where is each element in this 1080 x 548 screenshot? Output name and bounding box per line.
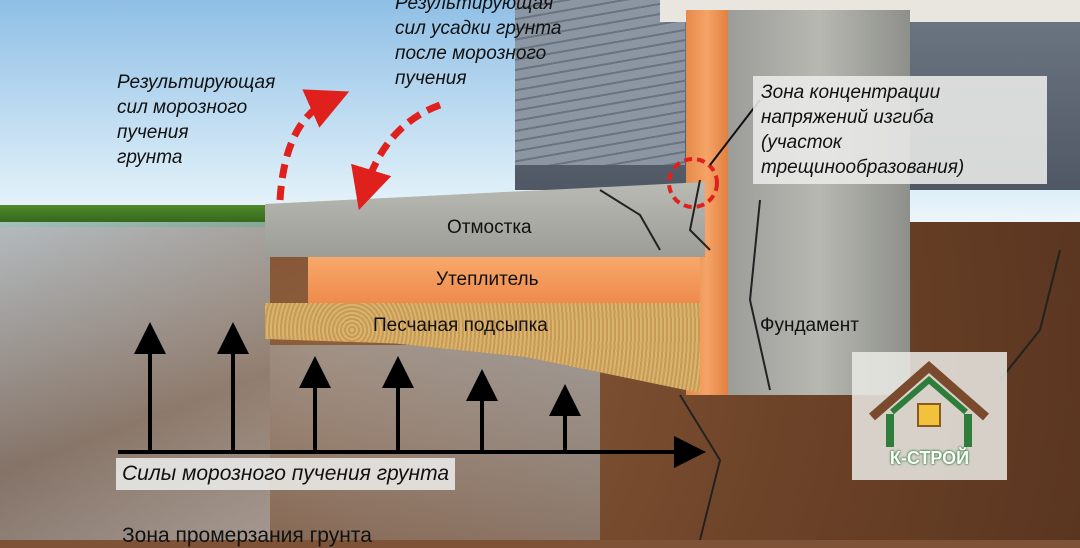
crack <box>599 179 1061 540</box>
house-logo-icon <box>869 361 989 447</box>
foundation-label: Фундамент <box>760 315 859 336</box>
blind-area-label: Отмостка <box>447 217 532 238</box>
logo-text: К-СТРОЙ <box>889 448 970 468</box>
stress-zone-pointer <box>709 99 761 166</box>
logo: К-СТРОЙ <box>852 352 1007 480</box>
heave-forces-label: Силы морозного пучения грунта <box>116 458 456 490</box>
stress-zone-circle <box>667 157 719 209</box>
sand-bed-label: Песчаная подсыпка <box>373 315 548 336</box>
shrink-result-arrow <box>351 101 442 211</box>
heave-force-arrows <box>118 322 706 468</box>
foundation <box>728 10 910 395</box>
siding <box>515 0 685 165</box>
freeze-zone-label: Зона промерзания грунта <box>122 524 372 547</box>
grass <box>0 205 270 227</box>
insulation-label: Утеплитель <box>436 269 539 290</box>
heave-result-arrow <box>276 89 350 201</box>
insulation-layer <box>308 257 700 303</box>
